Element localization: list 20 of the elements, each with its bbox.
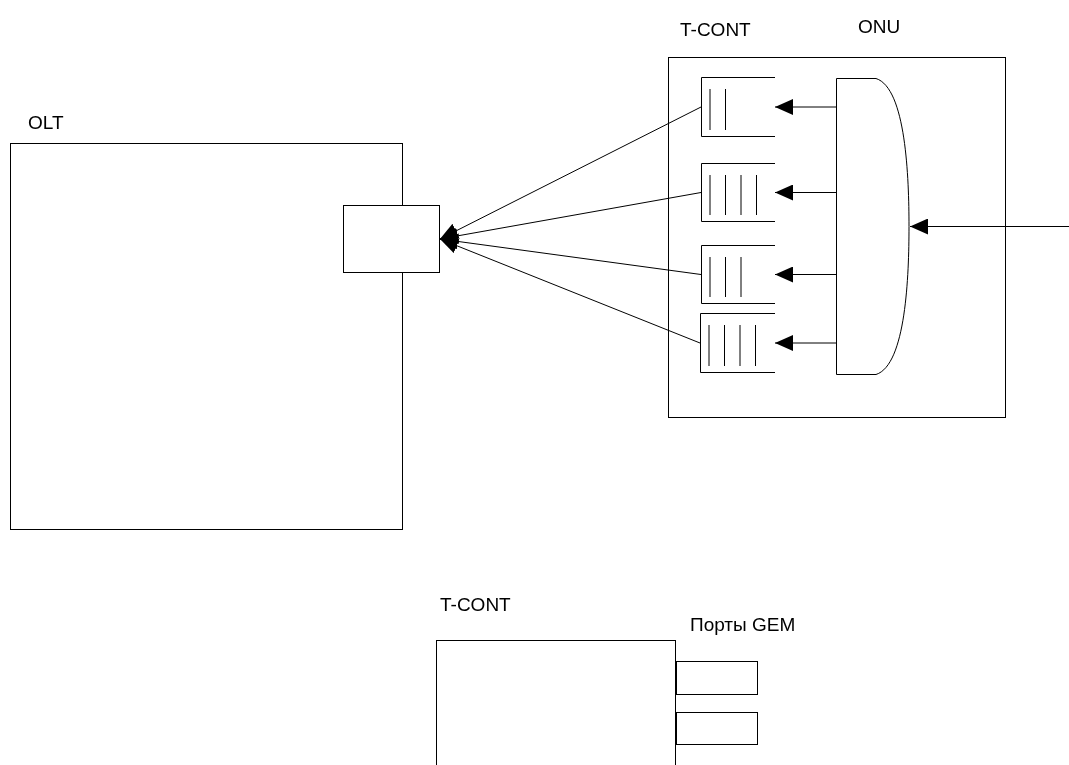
queue-icon — [701, 77, 775, 137]
heading-label: T-CONT — [680, 20, 751, 39]
queue-icon — [701, 245, 775, 304]
port-label: Порты GEM — [690, 615, 796, 634]
arrow — [774, 184, 837, 201]
arrow — [909, 218, 1069, 235]
node-heading: ONU — [858, 17, 901, 36]
node-heading: T-CONT — [440, 595, 511, 614]
arrow — [774, 266, 837, 283]
arrow — [439, 106, 702, 240]
scheduler-shape — [836, 78, 910, 375]
queue-icon — [700, 313, 775, 373]
gem-port-box — [676, 661, 758, 695]
gem-port-box — [676, 712, 758, 745]
queue-icon — [701, 163, 775, 222]
node-heading: OLT — [28, 113, 64, 132]
arrow — [774, 335, 837, 351]
arrow — [774, 99, 837, 115]
port-box — [343, 205, 440, 273]
arrow — [439, 238, 701, 344]
